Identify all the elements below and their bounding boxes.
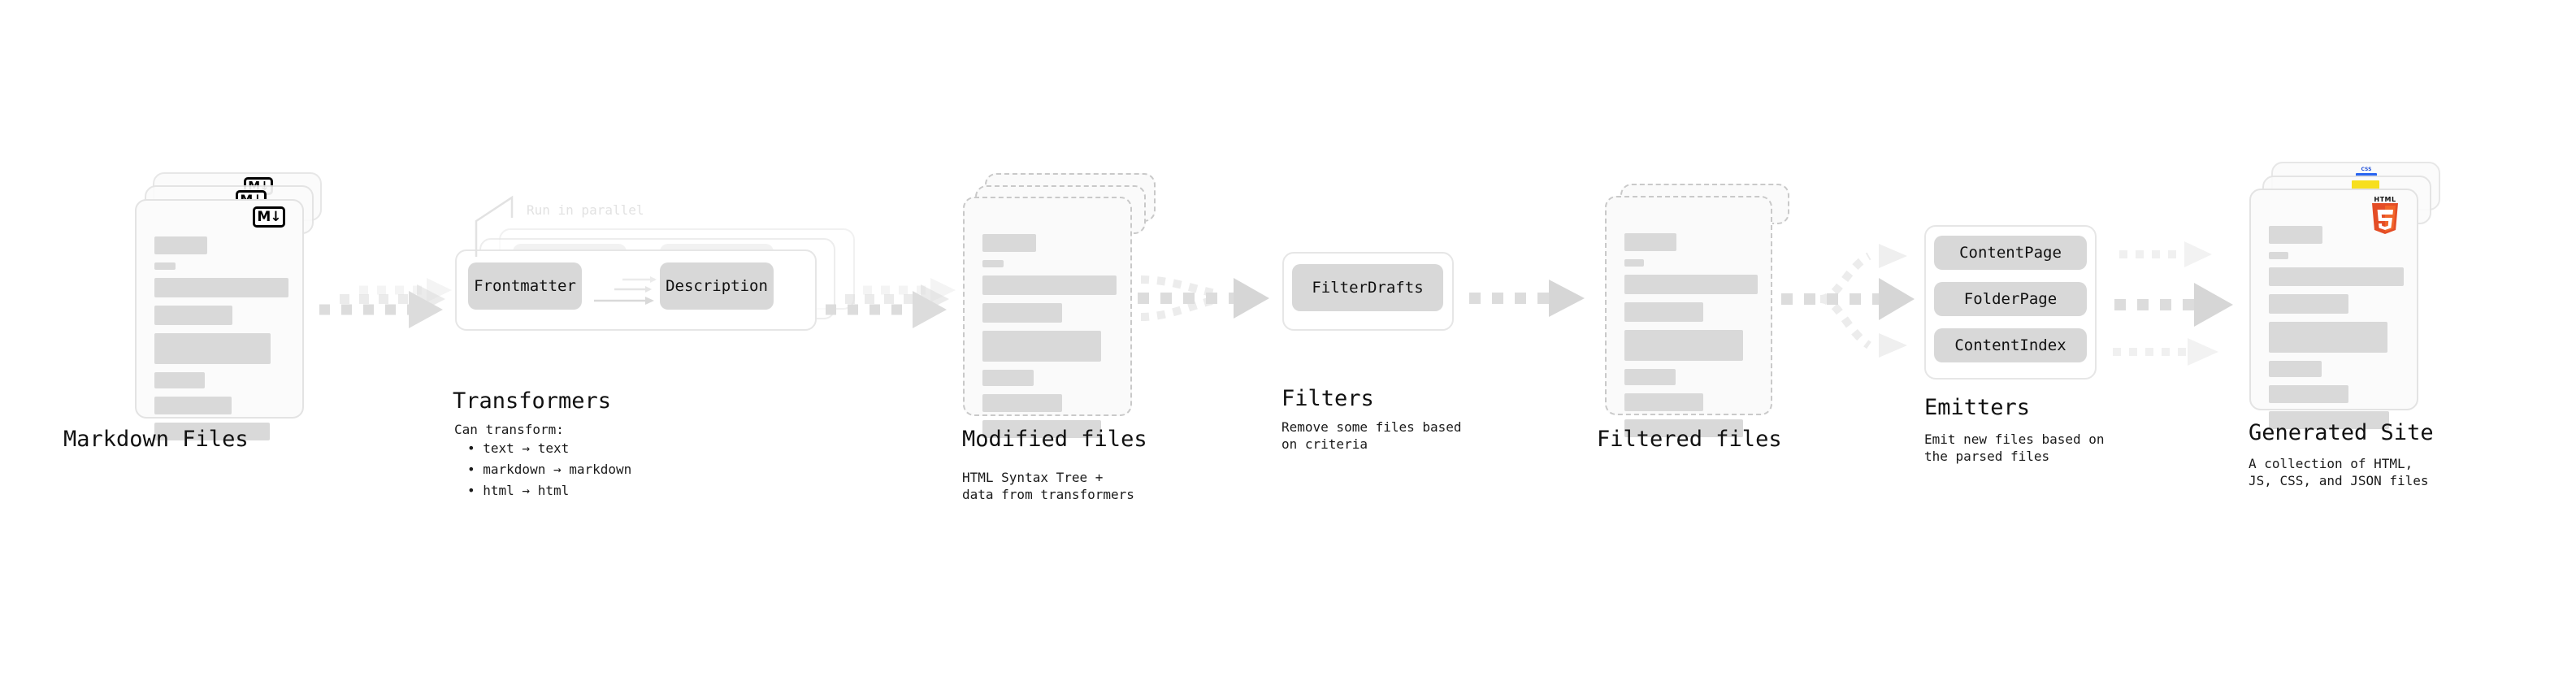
arrow-filtered-to-emitters bbox=[1781, 244, 1915, 358]
transformers-chip-description[interactable]: Description bbox=[660, 262, 774, 310]
modified-files-title: Modified files bbox=[962, 427, 1147, 452]
generated-site-card-front bbox=[2249, 189, 2418, 429]
emitters-chip-folderpage-label: FolderPage bbox=[1963, 290, 2058, 308]
generated-site-title: Generated Site bbox=[2249, 420, 2434, 445]
arrow-filters-to-filtered bbox=[1469, 280, 1585, 317]
emitters-chip-folderpage[interactable]: FolderPage bbox=[1934, 282, 2087, 316]
emitters-chip-contentpage-label: ContentPage bbox=[1959, 244, 2062, 262]
css3-badge-label: CSS bbox=[2361, 167, 2372, 172]
emitters-chip-contentpage[interactable]: ContentPage bbox=[1934, 236, 2087, 270]
markdown-file-content-lines bbox=[154, 236, 288, 449]
emitters-title: Emitters bbox=[1924, 395, 2031, 420]
arrow-markdown-to-transformers bbox=[319, 278, 452, 328]
arrow-emitters-to-site bbox=[2113, 241, 2233, 366]
filtered-files-title: Filtered files bbox=[1597, 427, 1782, 452]
filters-subtitle: Remove some files based on criteria bbox=[1281, 419, 1462, 452]
transformers-bullet-0: • text → text bbox=[467, 440, 570, 456]
generated-site-content-lines bbox=[2269, 226, 2404, 437]
filtered-file-card-front bbox=[1605, 196, 1772, 437]
markdown-badge-front: M↓ bbox=[253, 206, 285, 228]
emitters-chip-contentindex-label: ContentIndex bbox=[1954, 336, 2066, 354]
generated-site-subtitle: A collection of HTML, JS, CSS, and JSON … bbox=[2249, 456, 2429, 488]
transformers-title: Transformers bbox=[453, 388, 612, 414]
html5-badge-shield bbox=[2371, 203, 2399, 234]
css3-badge-underline bbox=[2356, 173, 2377, 176]
filters-chip-filterdrafts-label: FilterDrafts bbox=[1312, 279, 1424, 297]
css3-badge: CSS bbox=[2356, 167, 2377, 179]
emitters-subtitle: Emit new files based on the parsed files bbox=[1924, 432, 2105, 464]
transformers-chip-frontmatter-label: Frontmatter bbox=[474, 277, 576, 295]
markdown-file-card-front bbox=[135, 199, 304, 440]
emitters-chip-contentindex[interactable]: ContentIndex bbox=[1934, 328, 2087, 362]
modified-file-content-lines bbox=[982, 234, 1117, 446]
markdown-files-title: Markdown Files bbox=[63, 427, 249, 452]
transformers-chip-frontmatter[interactable]: Frontmatter bbox=[468, 262, 582, 310]
transformers-bullet-1: • markdown → markdown bbox=[467, 462, 632, 477]
html5-badge-label: HTML bbox=[2374, 196, 2396, 203]
transformers-subtitle: Can transform: bbox=[454, 422, 564, 437]
run-in-parallel-note: Run in parallel bbox=[527, 202, 644, 218]
transformers-bullet-2: • html → html bbox=[467, 483, 570, 498]
modified-file-card-front bbox=[963, 197, 1132, 438]
filters-title: Filters bbox=[1281, 386, 1374, 411]
html5-badge: HTML bbox=[2369, 196, 2401, 235]
transformers-chip-description-label: Description bbox=[666, 277, 768, 295]
filtered-file-content-lines bbox=[1624, 233, 1758, 445]
modified-files-subtitle: HTML Syntax Tree + data from transformer… bbox=[962, 470, 1134, 502]
arrow-modified-to-filters bbox=[1138, 275, 1269, 321]
html5-shield-icon bbox=[2372, 203, 2398, 234]
filters-chip-filterdrafts[interactable]: FilterDrafts bbox=[1292, 264, 1443, 311]
